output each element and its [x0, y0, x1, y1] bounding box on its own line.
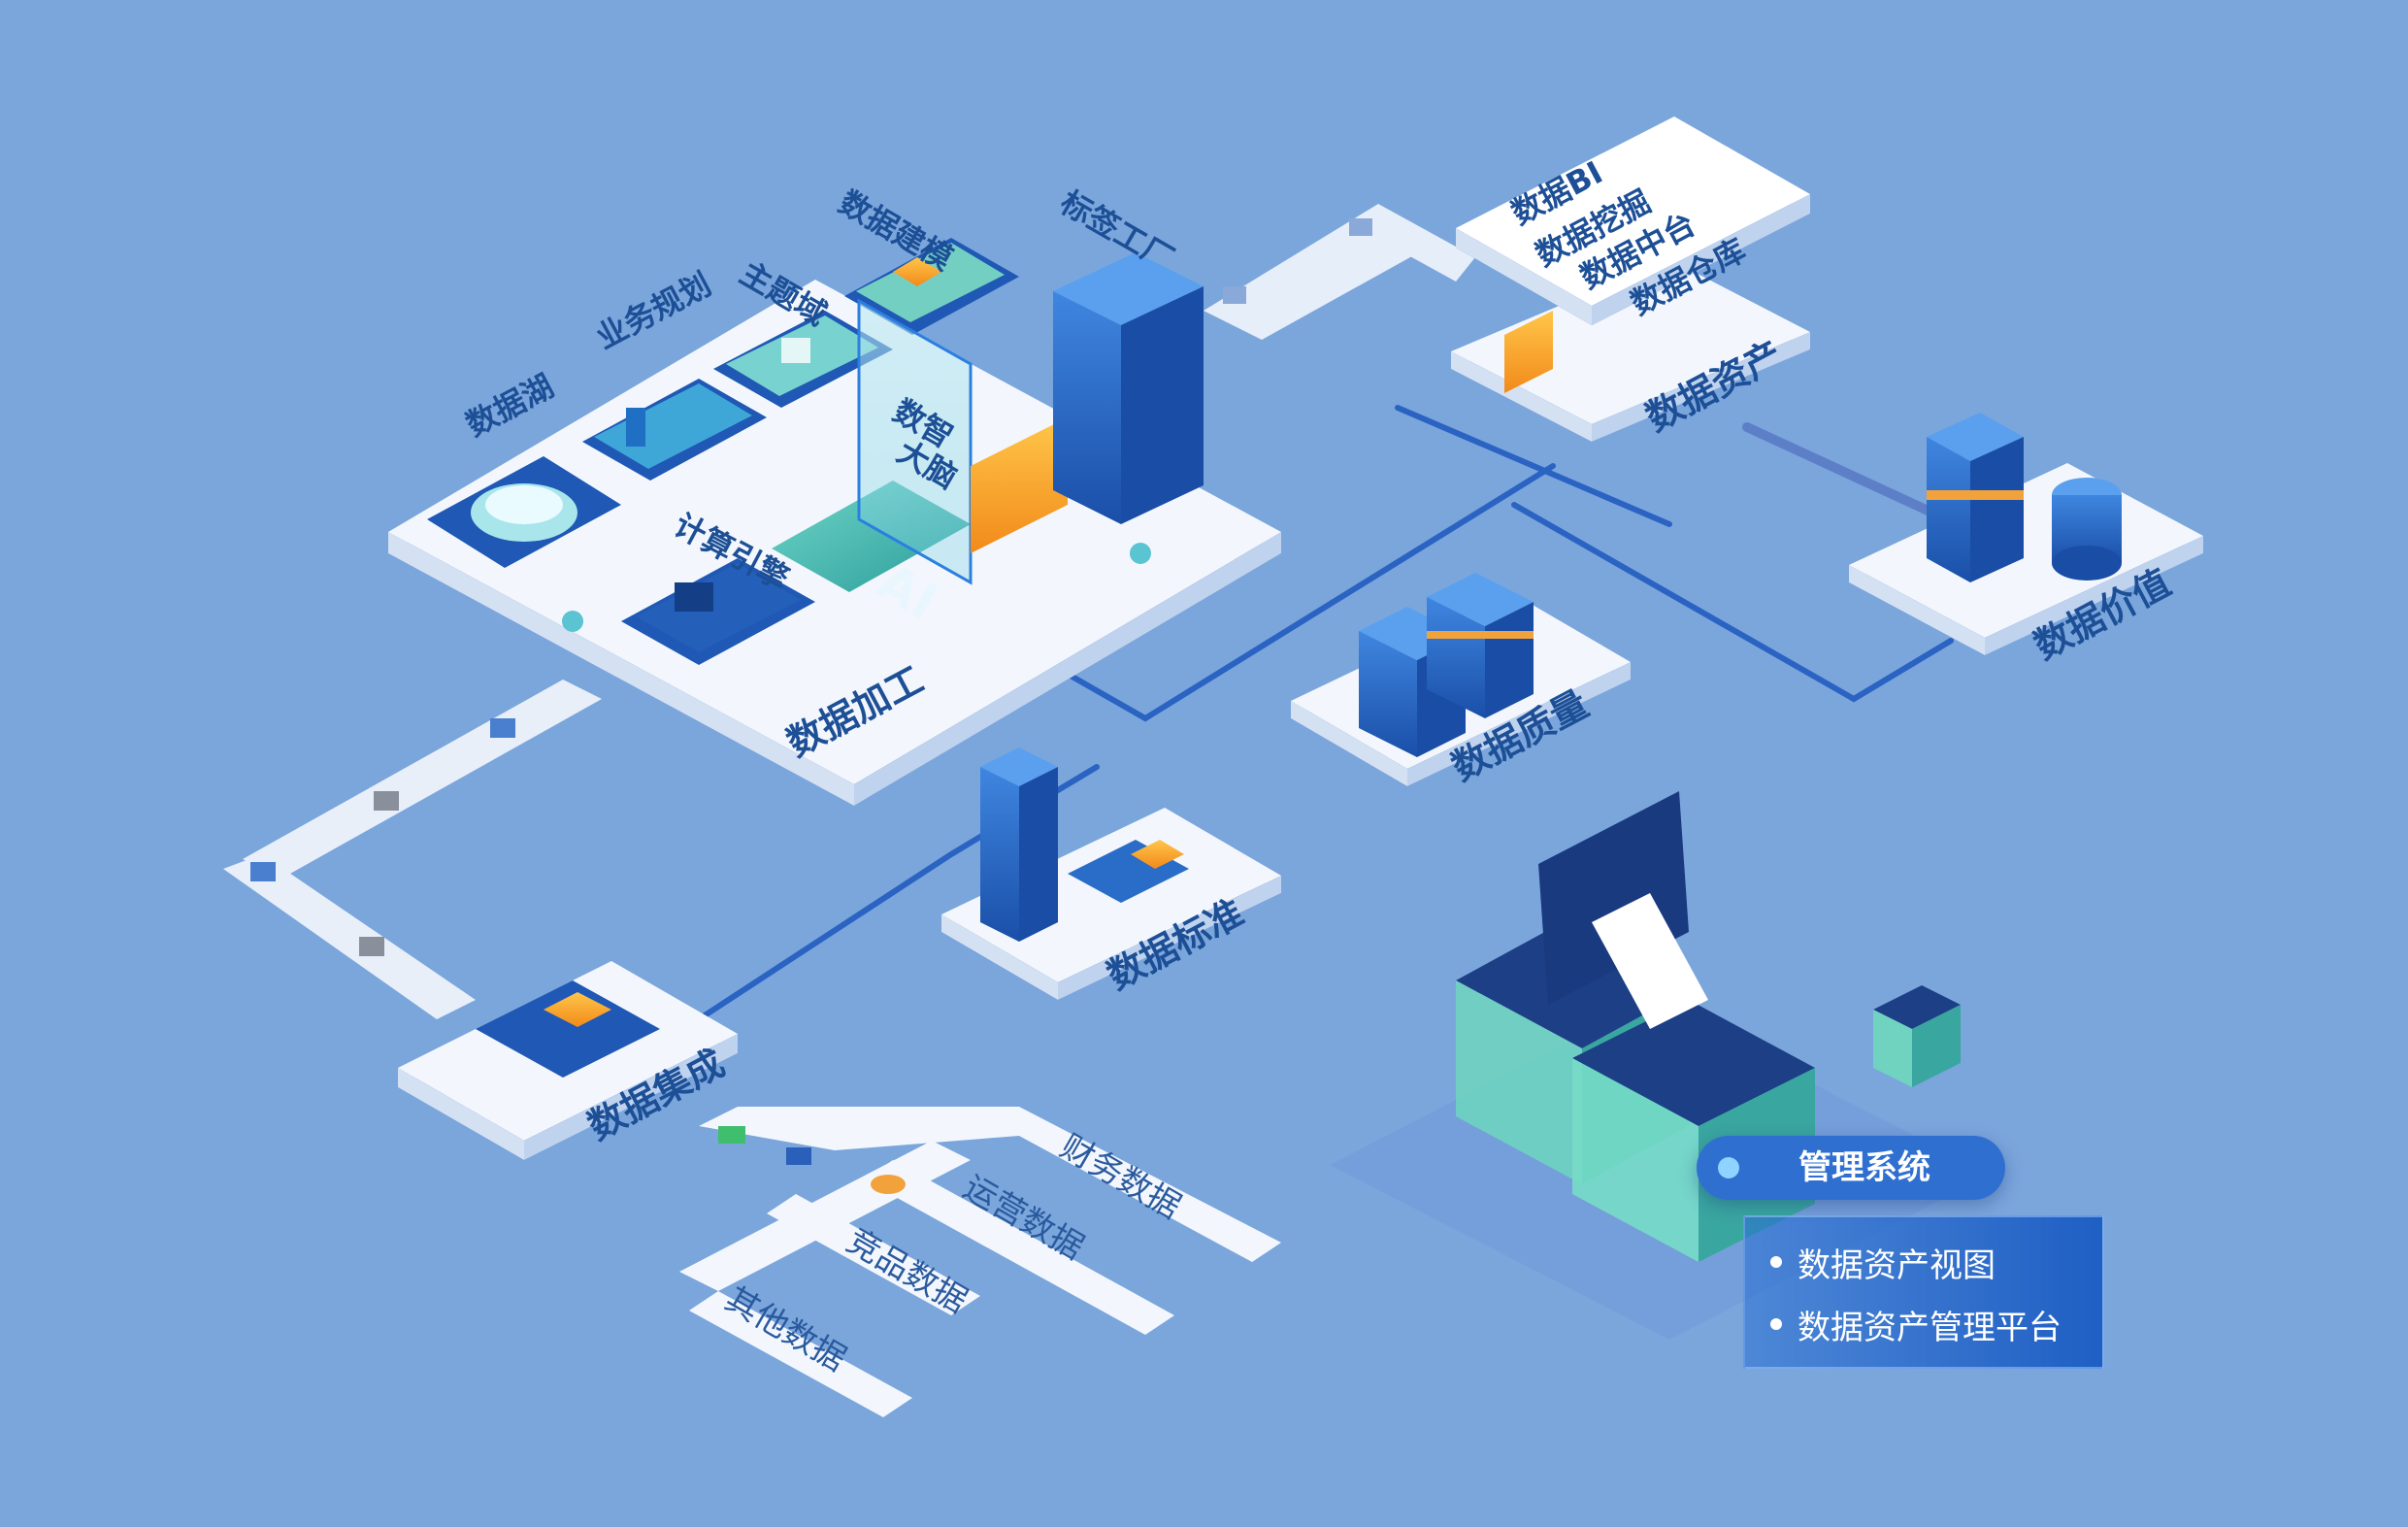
value-platform	[1849, 413, 2203, 655]
management-title-pill: 管理系统	[1697, 1136, 2005, 1200]
management-panel: 数据资产视图 数据资产管理平台	[1743, 1215, 2104, 1369]
management-item: 数据资产管理平台	[1745, 1293, 2102, 1355]
integration-platform	[398, 961, 738, 1160]
label-source-finance: 财务数据	[1054, 1127, 1188, 1227]
pipe-to-assets	[1204, 204, 1475, 340]
data-source-branches	[679, 1107, 1281, 1417]
management-item-label: 数据资产视图	[1798, 1245, 1996, 1285]
label-data-lake: 数据湖	[460, 367, 560, 444]
bullet-icon	[1770, 1256, 1782, 1268]
label-business-plan: 业务规划	[590, 265, 717, 356]
bullet-icon	[1770, 1318, 1782, 1330]
label-modeling: 数据建模	[833, 183, 959, 278]
pill-dot-icon	[1718, 1157, 1739, 1178]
processing-platform	[388, 238, 1281, 806]
pipe-to-integration	[223, 680, 602, 1019]
management-title: 管理系统	[1798, 1148, 1930, 1187]
management-item: 数据资产视图	[1745, 1231, 2102, 1293]
quality-platform	[1291, 573, 1631, 786]
label-source-competitor: 竞品数据	[841, 1221, 974, 1321]
management-item-label: 数据资产管理平台	[1798, 1308, 2062, 1347]
standard-platform	[941, 747, 1281, 1000]
top-right-platform	[1451, 116, 1810, 442]
